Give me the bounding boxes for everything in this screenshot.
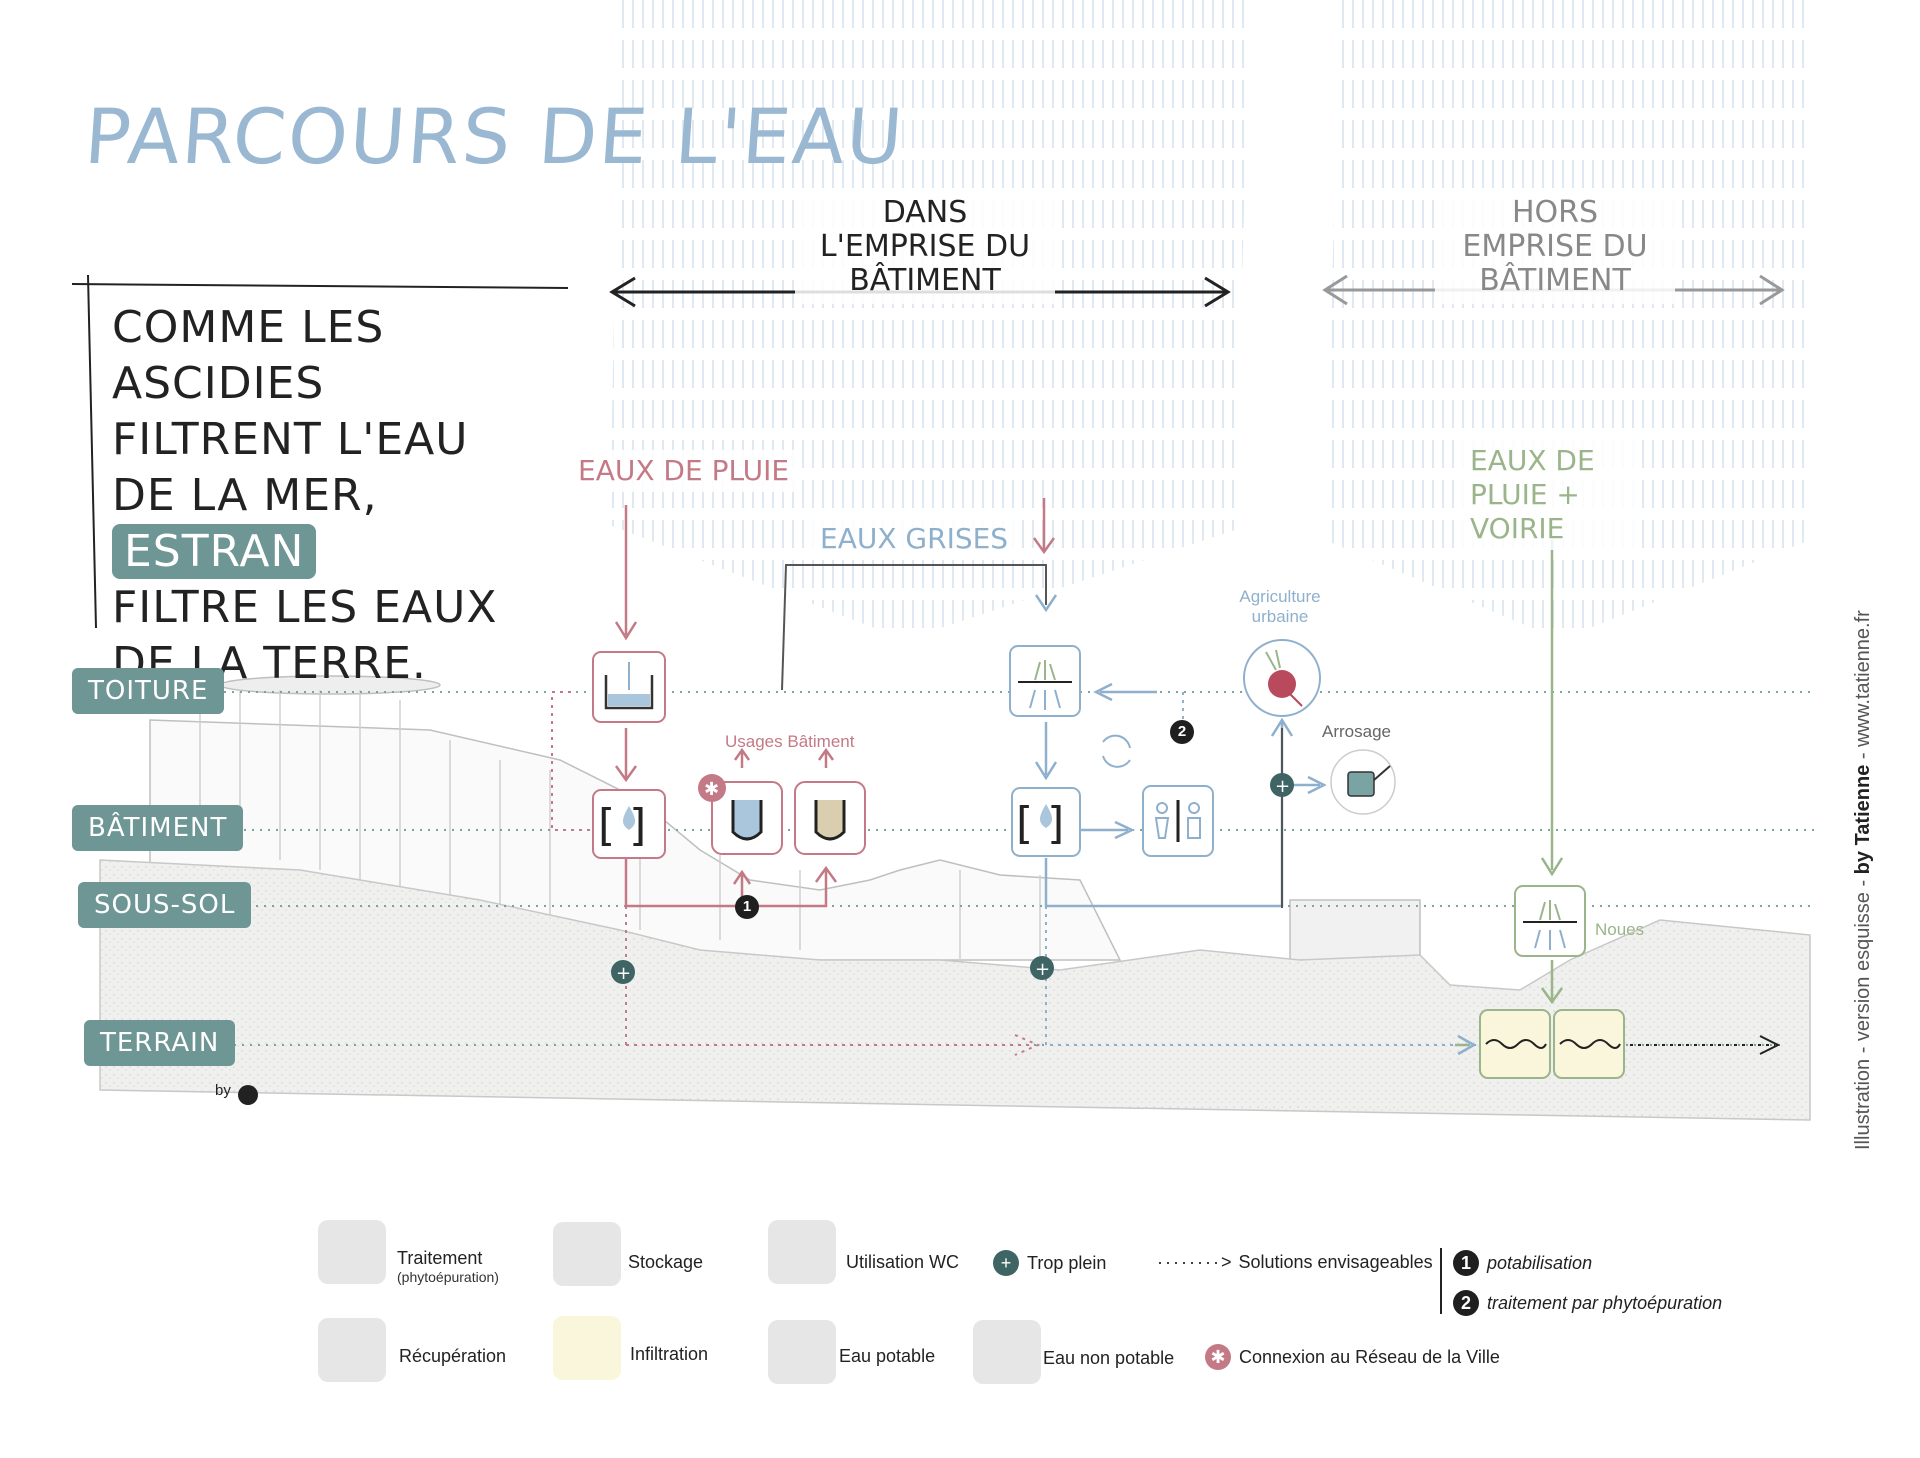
blue-flow-dotted [1045,692,1455,1046]
intro-bracket-top [71,283,569,289]
legend-num1: 1 potabilisation [1453,1250,1592,1276]
legend-infiltration-icon [553,1316,621,1380]
legend-wc: Utilisation WC [846,1252,960,1272]
intro-line-3: de la mer, Estran [112,468,572,580]
legend-city: ✱ Connexion au Réseau de la Ville [1205,1344,1500,1370]
swales-label: Noues [1595,920,1645,939]
legend-storage: Stockage [628,1252,704,1272]
legend-num2-label: traitement par phytoépuration [1487,1293,1723,1313]
legend-possible-label: Solutions envisageables [1238,1252,1433,1272]
credit-suffix: - www.tatienne.fr [1852,610,1874,765]
intro-line-3-text: de la mer, [112,470,378,521]
intro-line-1: Comme les ascidies [112,302,385,409]
agriculture-label: Agriculture urbaine [1239,587,1321,626]
rain-band-outside [1325,0,1810,640]
legend-overflow-icon: + [993,1250,1019,1276]
legend-potable: Eau potable [839,1346,936,1366]
legend-storage-icon [553,1222,621,1286]
legend-num1-icon: 1 [1453,1250,1479,1276]
intro-text: Comme les ascidies filtrent l'eau de la … [112,300,572,692]
legend-overflow-label: Trop plein [1027,1253,1107,1273]
legend-recovery: Récupération [399,1346,507,1366]
legend-city-label: Connexion au Réseau de la Ville [1239,1347,1500,1367]
by-label: by [215,1082,231,1099]
grey-water-label: Eaux grises [812,518,1017,560]
legend-treatment-icon [318,1220,386,1284]
rain-flow-dotted [551,691,1041,1056]
usages-label: Usages Bâtiment [725,732,855,751]
zone-outside-label: Hors emprise du bâtiment [1435,190,1675,304]
legend-possible: ········> Solutions envisageables [1157,1252,1433,1273]
legend-treatment-sub: (phytoépuration) [397,1269,499,1285]
rain-label: Eaux de pluie [570,450,798,492]
marker-2: 2 [1170,720,1194,744]
zone-inside-label: Dans l'emprise du bâtiment [795,190,1055,304]
credit-text: Illustration - version esquisse - by Tat… [1852,510,1875,1150]
intro-bracket-side [87,274,97,629]
credit-author: by Tatienne [1852,764,1874,875]
intro-line-4: filtre les eaux [112,582,498,633]
legend-recovery-icon [318,1318,386,1382]
level-ground: Terrain [84,1020,236,1066]
legend-potable-icon [768,1320,836,1384]
watering-label: Arrosage [1322,722,1391,741]
blue-flow [1034,594,1327,908]
legend-num1-label: potabilisation [1487,1253,1593,1273]
rain-road-label: Eaux de pluie + voirie [1462,440,1638,550]
level-basement: Sous-sol [78,882,252,928]
legend-overflow: + Trop plein [993,1250,1106,1276]
legend-infiltration: Infiltration [630,1344,709,1364]
intro-highlight: Estran [112,524,317,579]
legend-treatment-label: Traitement [397,1248,483,1268]
legend-num2: 2 traitement par phytoépuration [1453,1290,1722,1316]
grey-water-flow [781,564,1047,691]
level-roof: Toiture [72,668,225,714]
intro-line-2: filtrent l'eau [112,414,469,465]
legend-dotted-arrow-icon: ········> [1157,1252,1234,1272]
credit-prefix: Illustration - version esquisse - [1852,874,1874,1150]
page-title: Parcours de l'eau [81,92,908,181]
marker-1: 1 [735,895,759,919]
legend-divider [1440,1248,1442,1314]
legend-wc-icon [768,1220,836,1284]
legend-treatment: Traitement(phytoépuration) [397,1248,499,1285]
green-flow [1455,540,1564,1047]
level-building: Bâtiment [72,805,244,851]
legend-city-icon: ✱ [1205,1344,1231,1370]
soil-ground [99,859,1811,1121]
legend-nonpotable: Eau non potable [1043,1348,1175,1368]
legend-nonpotable-icon [973,1320,1041,1384]
legend-num2-icon: 2 [1453,1290,1479,1316]
